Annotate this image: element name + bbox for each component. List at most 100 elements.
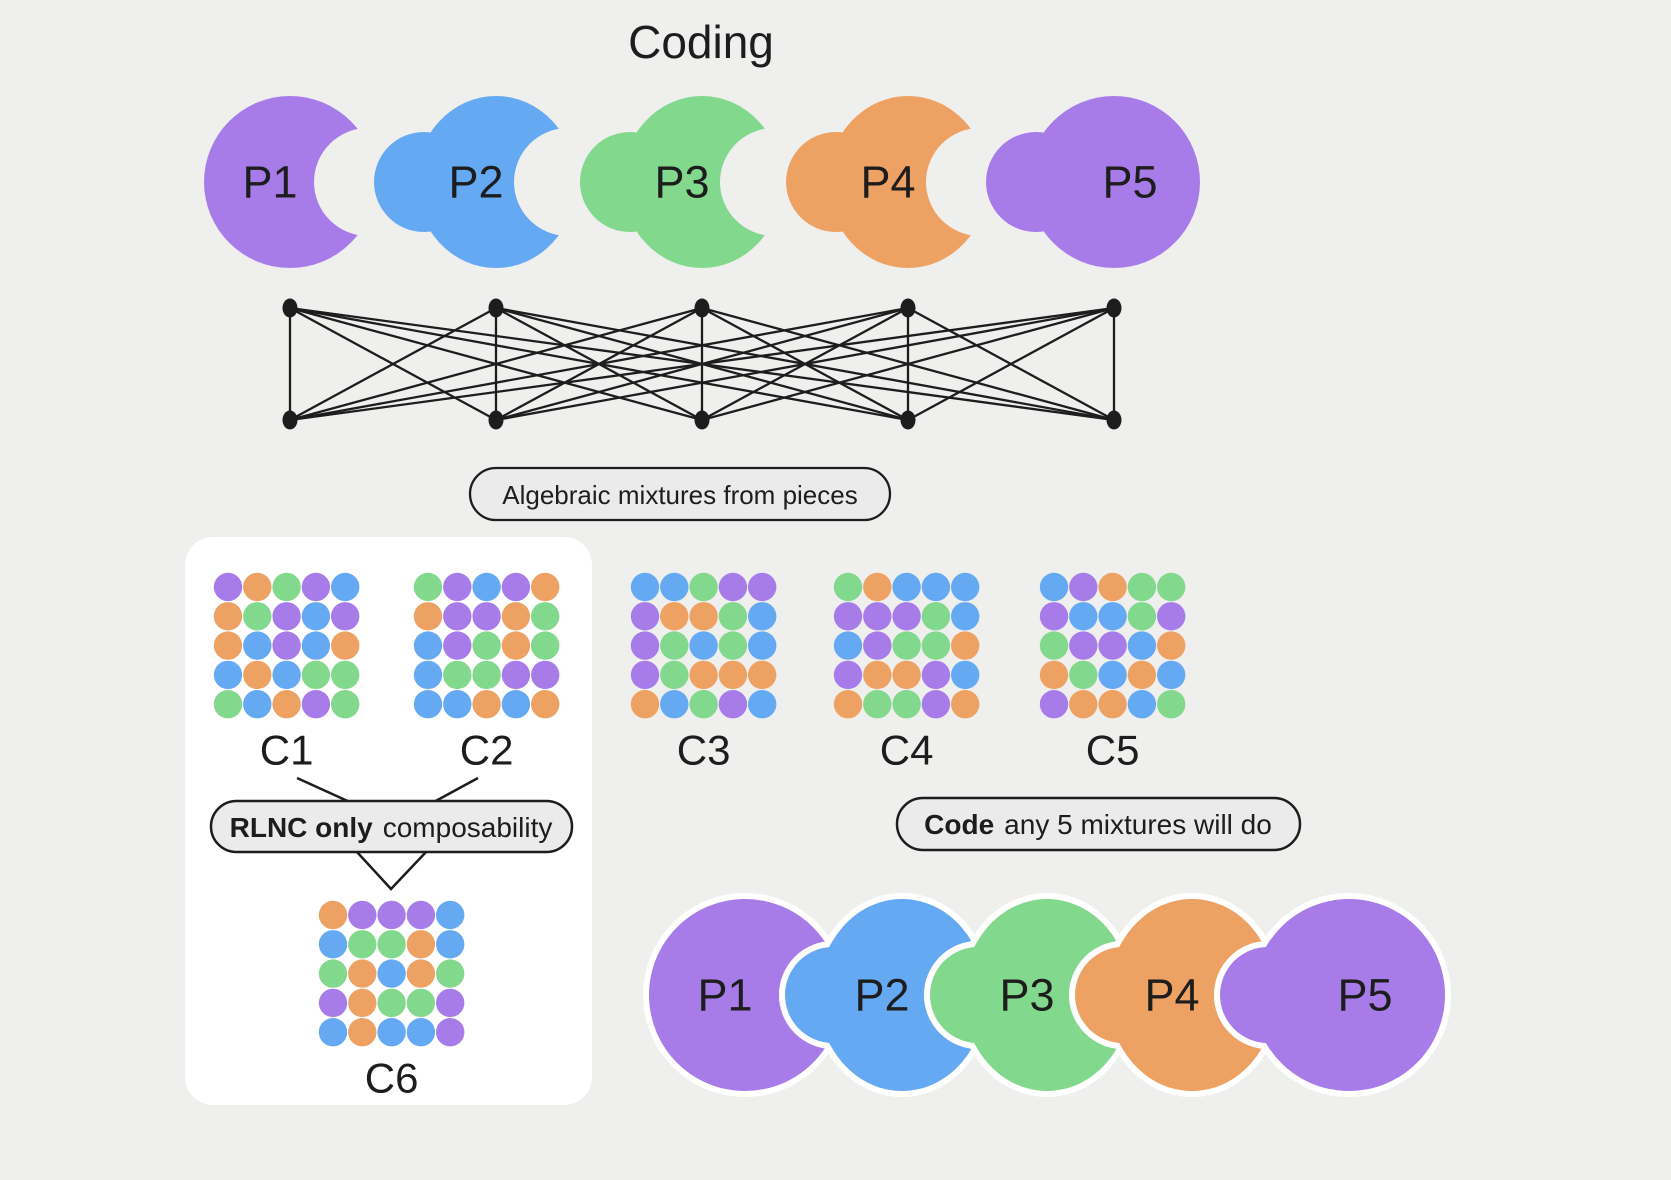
mixture-dot [531,631,560,660]
mixture-dot [689,631,718,660]
piece-p2-top: P2 [374,96,576,268]
mixture-dot [331,631,360,660]
graph-node [900,410,916,430]
diagram-title: Coding [628,16,774,68]
mixture-dot [272,602,301,631]
mixture-dot [748,631,777,660]
mixture-dot [921,602,951,631]
mixture-dot [501,572,531,602]
connector-c1 [296,776,353,805]
mixture-dot [1127,631,1157,660]
edge-line [289,306,1115,422]
piece-label: P3 [654,157,709,208]
mixture-dot [436,930,465,959]
mixture-dot [1098,690,1127,719]
mixture-grid-c3: C3 [630,572,777,774]
mixture-dot [660,690,689,719]
mixture-dot [331,690,360,719]
pill-border [468,466,892,522]
graph-node [488,298,504,318]
mixture-dot [501,660,531,690]
mixture-dot [377,959,406,988]
mixture-dot [377,988,406,1018]
mixture-dot [1069,690,1098,719]
mixture-dot [501,690,531,719]
mixture-dot [951,660,980,690]
mixture-dot [630,690,660,719]
mixture-dot [413,602,443,631]
mixture-dot [472,690,501,719]
mixture-dot [472,572,501,602]
mixture-dot [833,660,863,690]
piece-p1-top: P1 [204,96,376,268]
mixture-dot [1069,660,1098,690]
mixture-dot [406,1017,436,1047]
graph-node [1106,298,1122,318]
mixture-dot [1127,602,1157,631]
edge-line [289,306,909,422]
graph-node [694,410,710,430]
mixture-dot [748,690,777,719]
mixture-dot [718,602,748,631]
mixture-dot [436,988,465,1018]
mixture-dot [413,660,443,690]
mixture-dot [243,690,272,719]
mixture-dot [213,631,243,660]
piece-p4-bottom: P4 [1069,893,1282,1097]
mixture-dot [436,959,465,988]
mixture-grid-c4: C4 [833,572,980,774]
piece-p5-bottom: P5 [1214,893,1451,1097]
mixture-dot [501,631,531,660]
mixture-dot [413,572,443,602]
mixture-dot [1157,660,1186,690]
mixture-dot [318,930,348,959]
mixture-dot [413,631,443,660]
mixture-dot [1039,690,1069,719]
mixture-dot [406,900,436,930]
mixture-dot [272,690,301,719]
mixture-dot [348,959,377,988]
mixture-grid-label: C2 [460,727,514,774]
mixture-dot [951,602,980,631]
mixture-dot [660,602,689,631]
graph-node [282,298,298,318]
mixture-dot [689,602,718,631]
mixture-dot [472,660,501,690]
mixture-dot [863,602,892,631]
mixture-dot [213,572,243,602]
piece-label: P4 [860,157,915,208]
mixture-dot [243,602,272,631]
mixture-dot [748,602,777,631]
mixture-grid-c6: C6 [318,900,465,1102]
mixture-dot [406,959,436,988]
mixture-dot [243,660,272,690]
mixture-dot [331,602,360,631]
mixtures-label-pill: Algebraic mixtures from pieces [468,466,892,522]
mixture-dot [951,690,980,719]
mixture-dot [833,572,863,602]
mixture-dot [436,1017,465,1047]
piece-label: P3 [999,970,1054,1021]
mixture-dot [348,930,377,959]
mixture-dot [630,572,660,602]
mixture-dot [348,988,377,1018]
connector-c2 [431,776,479,805]
piece-label: P4 [1144,970,1199,1021]
mixture-dot [318,959,348,988]
mixture-dot [331,572,360,602]
piece-label: P2 [448,157,503,208]
piece-label: P5 [1102,157,1157,208]
mixture-dot [501,602,531,631]
mixture-dot [748,572,777,602]
mixture-dot [301,660,331,690]
piece-p5-top: P5 [986,96,1200,268]
mixture-dot [630,631,660,660]
mixture-dot [892,631,921,660]
mixture-dot [630,602,660,631]
connector-lines [296,776,479,891]
mixture-dot [272,572,301,602]
mixture-dot [689,572,718,602]
mixture-dot [436,900,465,930]
mixture-dot [951,572,980,602]
